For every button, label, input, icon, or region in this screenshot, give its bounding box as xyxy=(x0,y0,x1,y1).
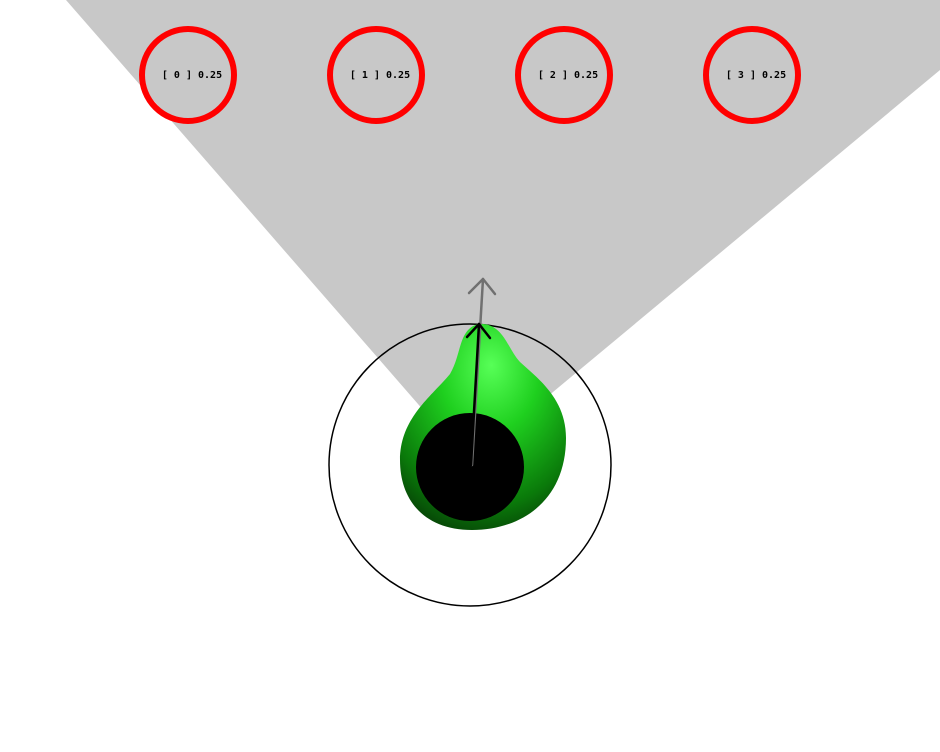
target-ring xyxy=(139,26,237,124)
target-ring xyxy=(515,26,613,124)
agent-body[interactable] xyxy=(416,413,524,521)
target[interactable]: [ 3 ] 0.25 xyxy=(703,26,801,124)
target-label: [ 1 ] 0.25 xyxy=(350,70,410,81)
target-ring xyxy=(327,26,425,124)
range-circle xyxy=(328,323,612,607)
target-label: [ 3 ] 0.25 xyxy=(726,70,786,81)
target-label: [ 0 ] 0.25 xyxy=(162,70,222,81)
direction-arrow xyxy=(465,322,492,467)
target[interactable]: [ 1 ] 0.25 xyxy=(327,26,425,124)
target[interactable]: [ 2 ] 0.25 xyxy=(515,26,613,124)
target-list: [ 0 ] 0.25 [ 1 ] 0.25 [ 2 ] 0.25 [ 3 ] 0… xyxy=(139,26,801,124)
target-label: [ 2 ] 0.25 xyxy=(538,70,598,81)
target[interactable]: [ 0 ] 0.25 xyxy=(139,26,237,124)
target-ring xyxy=(703,26,801,124)
vision-cone xyxy=(66,0,940,465)
